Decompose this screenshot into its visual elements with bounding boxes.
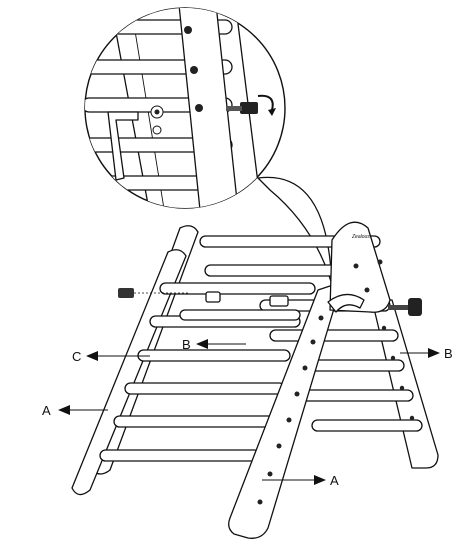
front-right-leg <box>228 281 343 539</box>
rotate-arrow-icon <box>257 94 274 111</box>
svg-text:B: B <box>444 346 453 361</box>
knob-bolt-icon <box>226 102 258 114</box>
left-frame <box>71 225 316 496</box>
svg-text:B: B <box>182 337 191 352</box>
logo-text: Zealous <box>351 234 370 240</box>
callout-c: C <box>72 349 150 364</box>
callout-a-left: A <box>42 403 108 418</box>
callout-b-right: B <box>400 346 453 361</box>
apex-plate: Zealous <box>327 221 391 313</box>
callout-b-left: B <box>182 337 246 352</box>
callout-a-right: A <box>262 473 339 488</box>
allen-key-icon <box>107 111 139 181</box>
zoom-detail <box>84 7 335 293</box>
svg-text:A: A <box>330 473 339 488</box>
hex-nut-icon <box>118 288 289 307</box>
knob-bolt-icon <box>388 298 422 316</box>
back-right-leg-holes <box>381 325 415 421</box>
svg-text:A: A <box>42 403 51 418</box>
svg-text:C: C <box>72 349 81 364</box>
